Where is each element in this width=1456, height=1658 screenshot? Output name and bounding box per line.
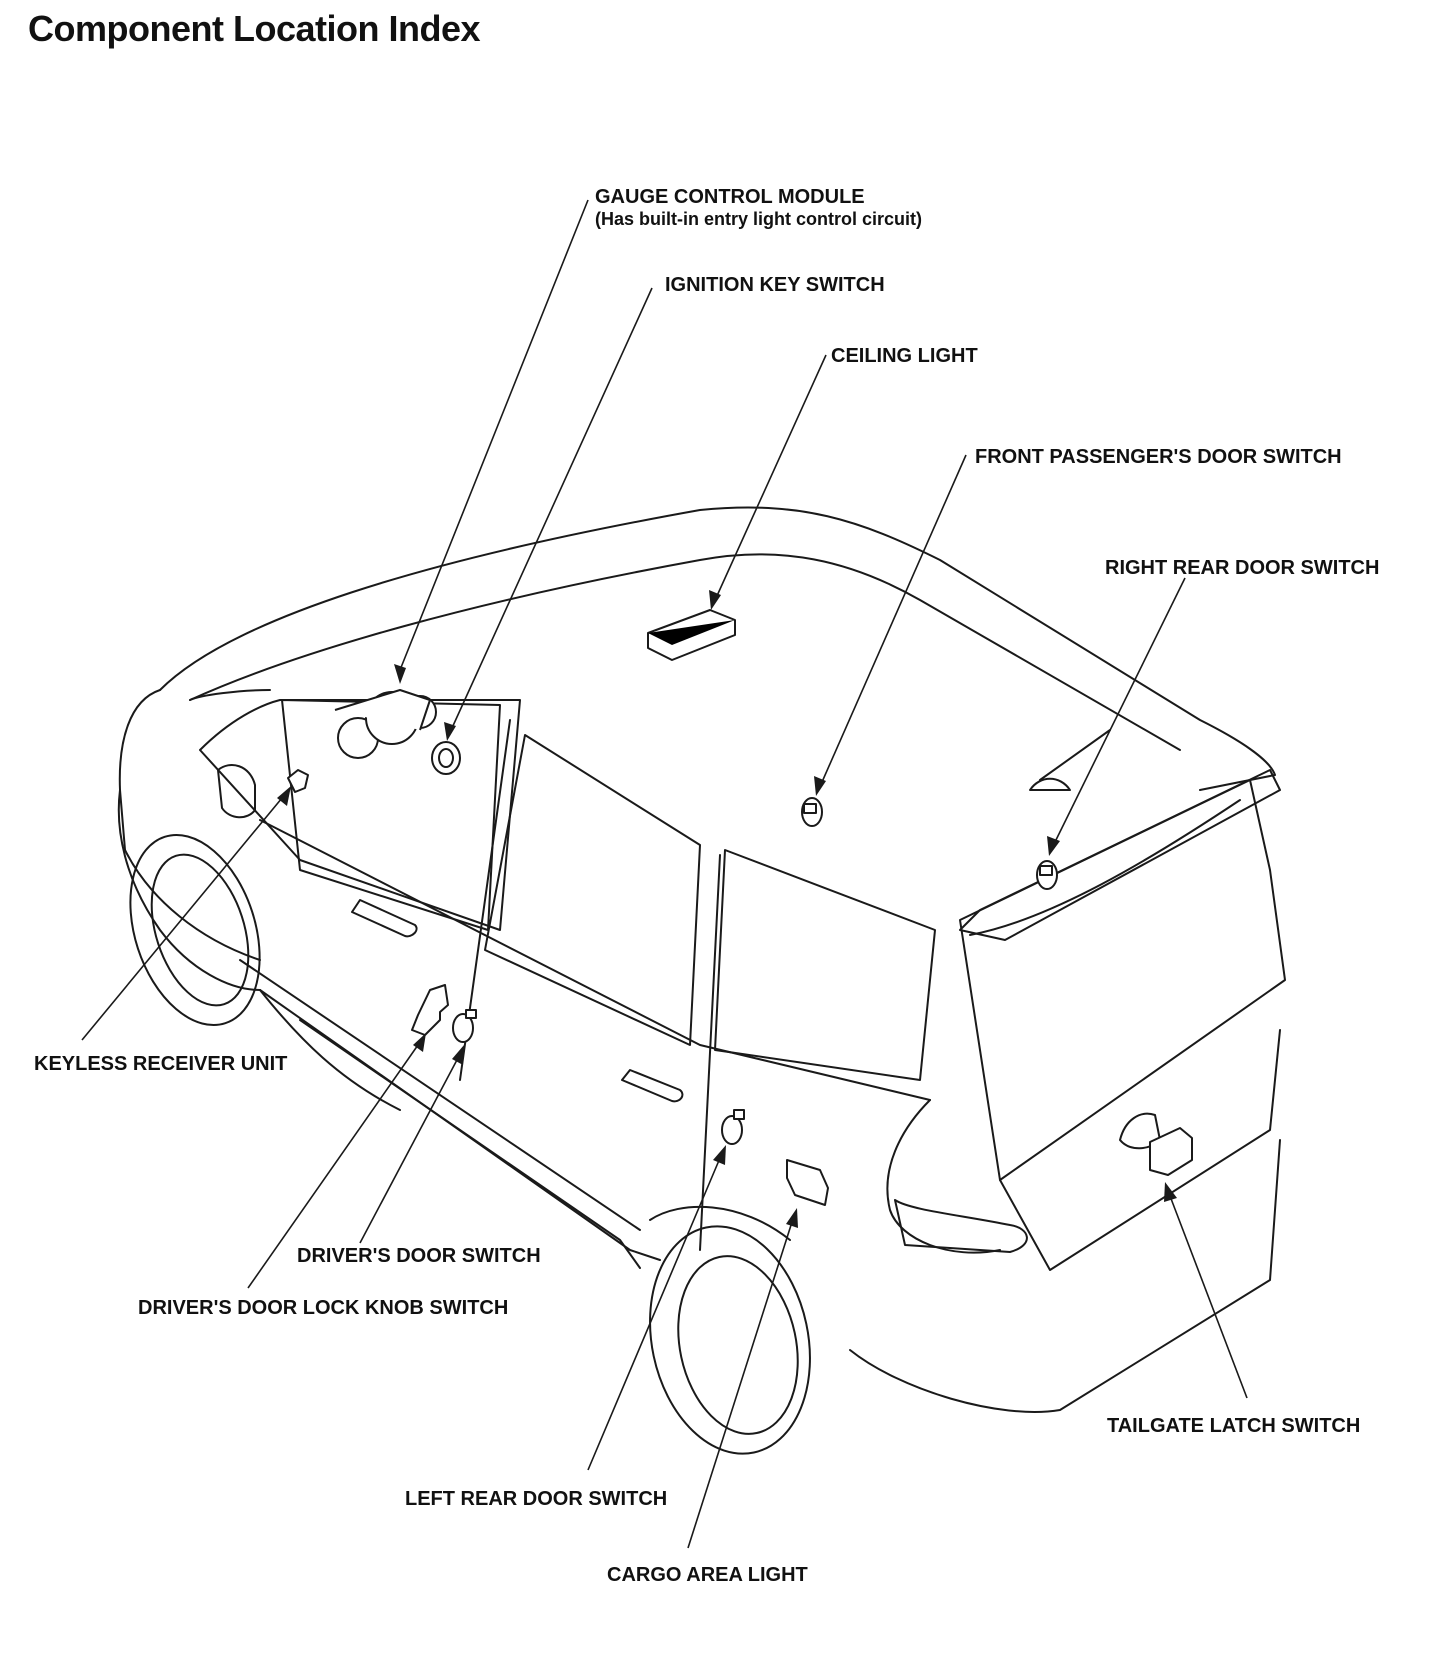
label-gauge-control-module-note: (Has built-in entry light control circui… (595, 209, 922, 229)
tailgate-latch-switch-shape (1149, 1127, 1193, 1176)
label-front-passenger-door-switch: FRONT PASSENGER'S DOOR SWITCH (975, 446, 1342, 468)
right-rear-door-switch-shape (1036, 860, 1058, 890)
front-passenger-door-switch-shape (801, 797, 823, 827)
ignition-key-switch-shape (431, 741, 461, 775)
drivers-door-switch-shape (452, 1009, 477, 1043)
label-ignition-key-switch: IGNITION KEY SWITCH (665, 274, 885, 296)
label-cargo-area-light: CARGO AREA LIGHT (607, 1564, 808, 1586)
gauge-control-module-shape (334, 689, 437, 759)
cargo-area-light-shape (786, 1159, 829, 1206)
label-tailgate-latch-switch: TAILGATE LATCH SWITCH (1107, 1415, 1360, 1437)
label-right-rear-door-switch: RIGHT REAR DOOR SWITCH (1105, 557, 1379, 579)
keyless-receiver-unit-shape (287, 769, 309, 793)
label-gauge-control-module: GAUGE CONTROL MODULE (595, 186, 865, 208)
left-rear-door-switch-shape (721, 1109, 745, 1145)
label-left-rear-door-switch: LEFT REAR DOOR SWITCH (405, 1488, 667, 1510)
vehicle-outline (117, 506, 1286, 1455)
drivers-door-lock-knob-switch-shape (411, 984, 449, 1036)
label-keyless-receiver-unit: KEYLESS RECEIVER UNIT (34, 1053, 287, 1075)
label-drivers-door-switch: DRIVER'S DOOR SWITCH (297, 1245, 541, 1267)
label-drivers-door-lock-knob-switch: DRIVER'S DOOR LOCK KNOB SWITCH (138, 1297, 508, 1319)
page-title: Component Location Index (28, 8, 481, 49)
ceiling-light-shape (647, 609, 736, 661)
leader-lines (81, 199, 1248, 1549)
label-ceiling-light: CEILING LIGHT (831, 345, 978, 367)
